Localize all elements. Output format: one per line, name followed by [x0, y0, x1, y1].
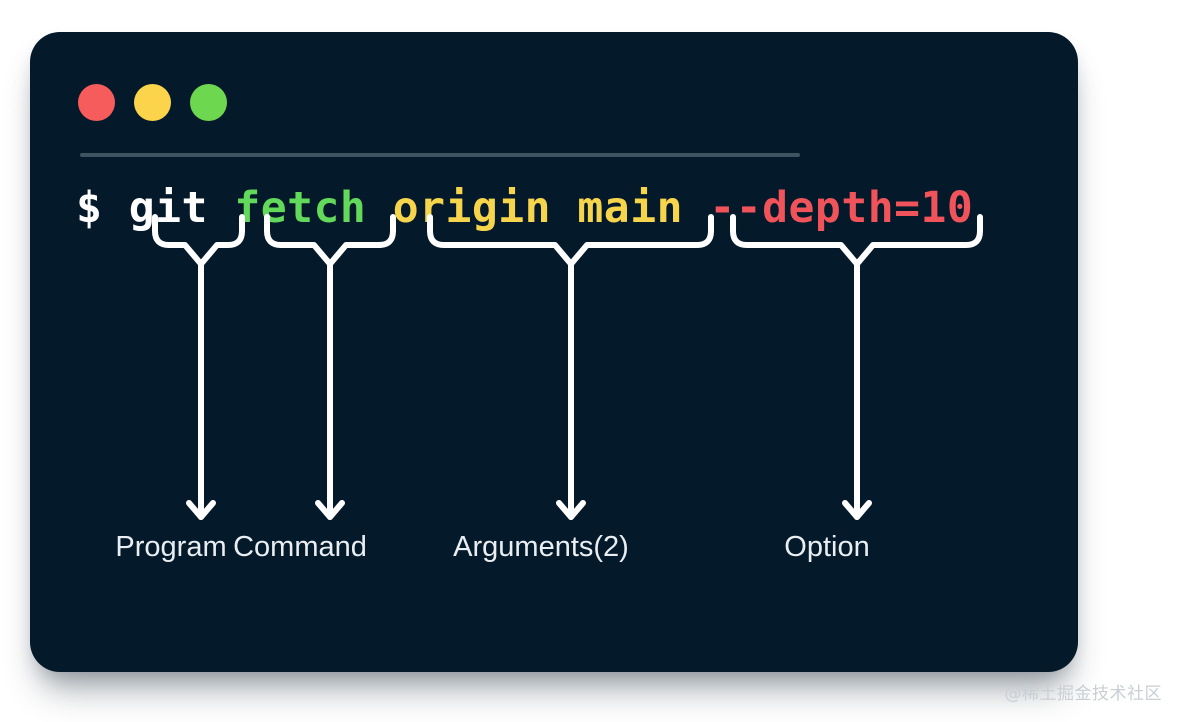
- command-line: $ git fetch origin main --depth=10: [76, 180, 973, 236]
- arrowhead-command: [315, 500, 345, 520]
- token-command: fetch: [234, 183, 367, 233]
- token-program: git: [128, 183, 208, 233]
- arrowhead-program: [186, 500, 216, 520]
- window-controls: [78, 84, 227, 121]
- annotation-overlay: [152, 214, 983, 520]
- token-prompt: $: [76, 183, 103, 233]
- token-option: --depth=10: [709, 183, 974, 233]
- label-program: Program: [115, 531, 227, 563]
- minimize-button-dot[interactable]: [134, 84, 171, 121]
- header-divider: [80, 153, 800, 157]
- token-argument-origin: origin: [392, 183, 552, 233]
- maximize-button-dot[interactable]: [190, 84, 227, 121]
- label-arguments: Arguments(2): [453, 531, 629, 563]
- label-option: Option: [784, 531, 870, 563]
- watermark: @稀土掘金技术社区: [1004, 684, 1162, 704]
- arrowhead-option: [842, 500, 872, 520]
- arrowhead-arguments: [556, 500, 586, 520]
- close-button-dot[interactable]: [78, 84, 115, 121]
- label-command: Command: [233, 531, 367, 563]
- token-argument-main: main: [577, 183, 683, 233]
- terminal-window: $ git fetch origin main --depth=10 Progr…: [30, 32, 1078, 672]
